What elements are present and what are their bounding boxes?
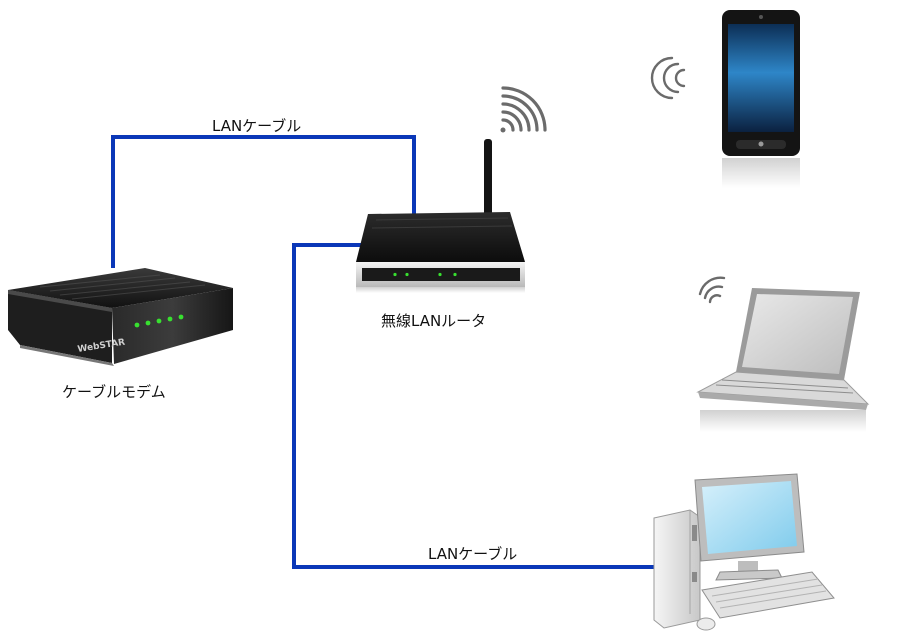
led-icon [438, 272, 442, 277]
wireless-router-icon [356, 139, 525, 293]
led-icon [393, 272, 397, 277]
led-icon [405, 272, 409, 277]
led-icon [167, 316, 173, 322]
desktop-pc-icon [653, 473, 835, 631]
led-icon [178, 314, 184, 320]
led-icon [156, 318, 162, 324]
cable-label-bottom: LANケーブル [428, 545, 518, 563]
router-label: 無線LANルータ [381, 312, 487, 330]
led-icon [145, 320, 151, 326]
wifi-signal-icon [500, 86, 547, 133]
router-antenna [484, 139, 492, 217]
lan-cable-modem-router [111, 135, 416, 268]
cable-modem-icon: WebSTAR [8, 268, 233, 366]
modem-label: ケーブルモデム [62, 383, 166, 401]
cable-label-top: LANケーブル [212, 117, 302, 135]
lan-cable-router-pc [292, 243, 654, 569]
led-icon [453, 272, 457, 277]
wifi-signal-icon [650, 56, 686, 100]
led-icon [134, 322, 140, 328]
wifi-signal-icon [698, 276, 726, 304]
smartphone-icon [722, 10, 800, 188]
laptop-icon [696, 288, 870, 432]
